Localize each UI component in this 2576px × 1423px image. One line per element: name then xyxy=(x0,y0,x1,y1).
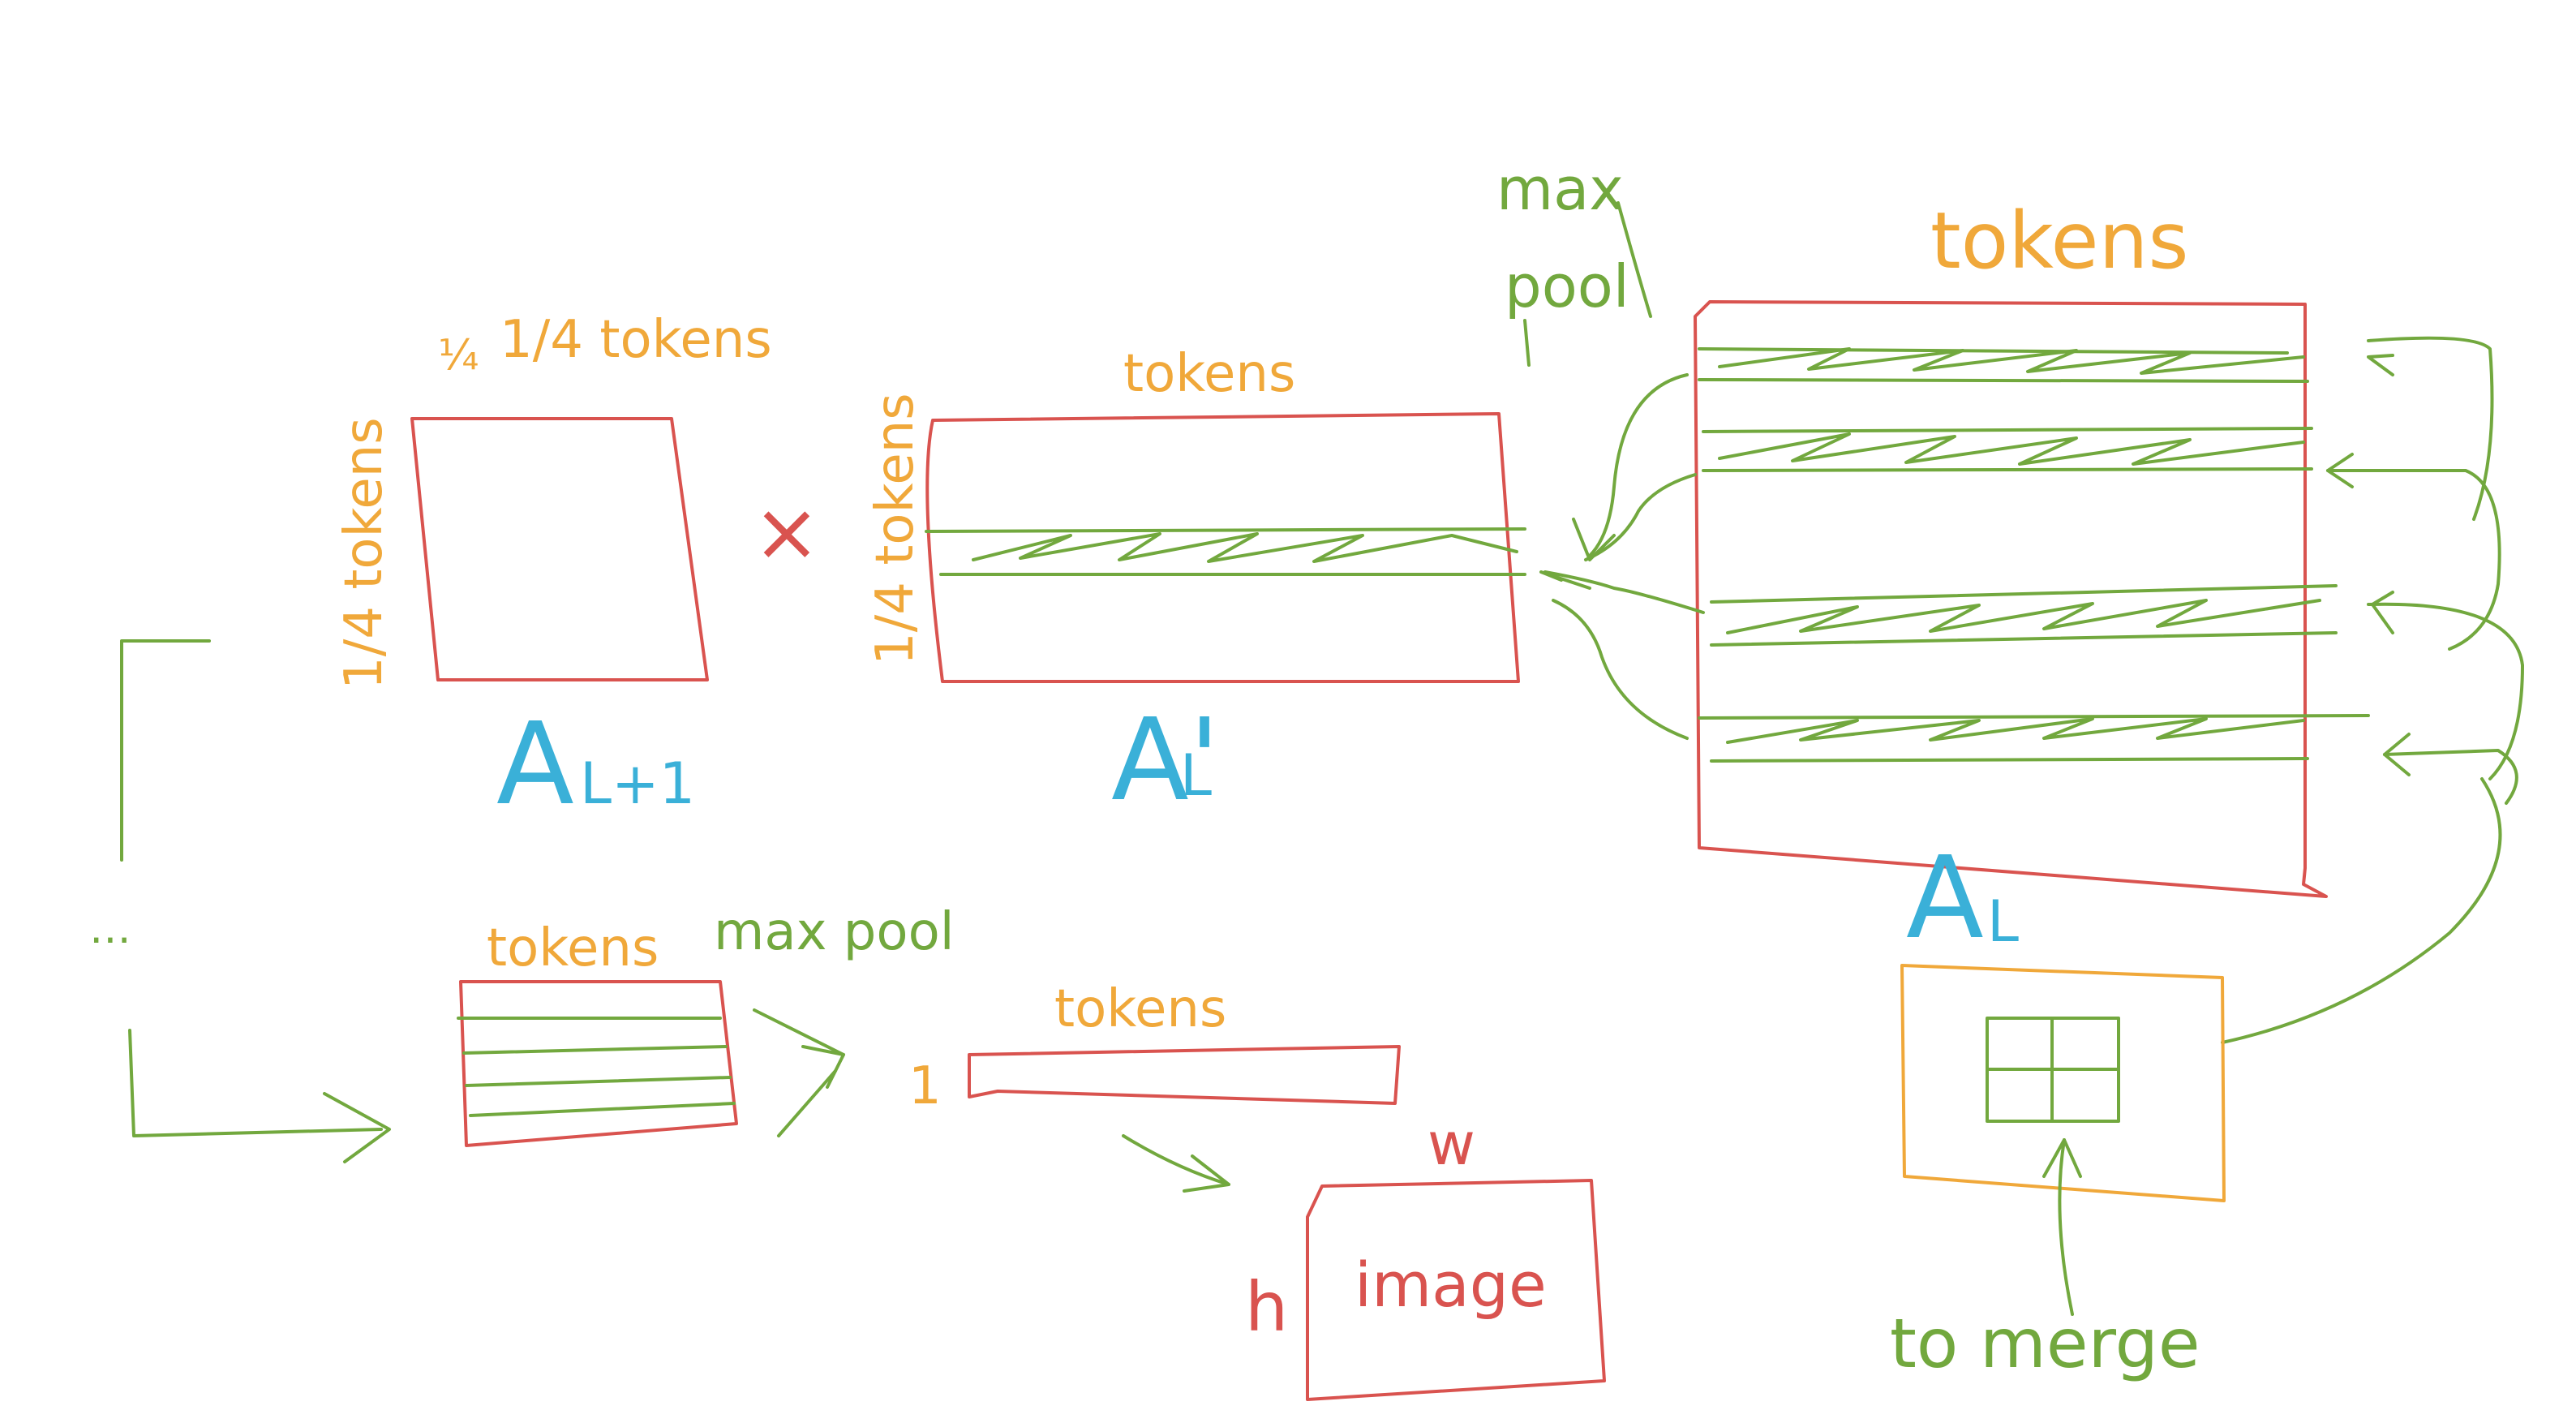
fraction-quarter: ¼ xyxy=(438,331,479,380)
max-pool-top-label: max pool xyxy=(1496,155,1652,367)
arrow-row4-to-a-l-prime xyxy=(1552,599,1689,740)
a-l-prime-row-hatching xyxy=(972,532,1518,563)
times-sign: × xyxy=(753,484,821,579)
bottom-matrix-line2 xyxy=(462,1045,728,1055)
left-bracket-top xyxy=(120,639,211,862)
merge-grid-outer xyxy=(1986,1017,2120,1123)
max-pool-top-stroke xyxy=(1616,201,1652,318)
arrow-row1-to-a-l-prime xyxy=(1588,373,1689,557)
a-l-prime-top-label: tokens xyxy=(1123,344,1295,404)
bottom-vector: tokens 1 xyxy=(908,979,1401,1193)
bottom-matrix: tokens max pool xyxy=(457,902,955,1147)
bottom-matrix-top-label: tokens xyxy=(487,918,659,978)
a-l-row4-bottom xyxy=(1710,757,2309,763)
arrow-row2-to-a-l-prime xyxy=(1584,473,1697,561)
vector-to-image-arrowhead xyxy=(1183,1154,1230,1193)
a-l-plus-1-top-label: 1/4 tokens xyxy=(500,310,772,370)
arrow-from-image-region xyxy=(2221,777,2502,1044)
right-loop-1 xyxy=(2367,336,2494,521)
a-l-row2-hatching xyxy=(1718,432,2305,466)
a-l-row3-bottom xyxy=(1710,631,2338,647)
right-loop-2 xyxy=(2326,469,2501,651)
matrix-a-l-plus-1-box xyxy=(410,417,709,681)
matrix-a-l-box xyxy=(1694,300,2328,898)
right-arrowhead-4 xyxy=(2383,733,2411,776)
image-label: image xyxy=(1355,1249,1547,1321)
image-box xyxy=(1306,1179,1606,1401)
a-l-row2-top xyxy=(1702,427,2313,433)
a-l-plus-1-name: A xyxy=(496,699,574,831)
left-bracket: ⋯ xyxy=(89,639,391,1163)
bottom-matrix-op-label: max pool xyxy=(714,902,955,962)
max-pool-top-tick xyxy=(1523,319,1531,367)
left-bracket-arrowhead xyxy=(323,1092,391,1163)
left-ellipsis: ⋯ xyxy=(89,915,131,964)
a-l-prime-subscript: L xyxy=(1180,742,1212,809)
bottom-pool-arrowhead xyxy=(801,1045,845,1089)
bottom-matrix-line4 xyxy=(469,1102,736,1117)
bottom-vector-one-label: 1 xyxy=(908,1056,942,1116)
a-l-plus-1-side-label: 1/4 tokens xyxy=(334,417,394,690)
a-l-row1-hatching xyxy=(1718,347,2305,375)
a-l-top-label: tokens xyxy=(1930,196,2188,286)
a-l-row2-bottom xyxy=(1702,467,2313,472)
left-bracket-bottom-arrow xyxy=(128,1029,383,1137)
a-l-row4-hatching xyxy=(1726,717,2305,744)
a-l-prime-name: A' xyxy=(1111,694,1220,827)
image-width-label: w xyxy=(1428,1110,1475,1178)
right-arrowhead-2 xyxy=(2326,453,2354,488)
right-arrowhead-3 xyxy=(2371,591,2394,634)
a-l-prime-row-top-line xyxy=(925,527,1526,533)
bottom-pool-arrow-1 xyxy=(753,1008,845,1056)
merge-note-arrowhead xyxy=(2042,1138,2082,1178)
right-side-arrows xyxy=(2221,336,2524,1044)
max-pool-top-line2: pool xyxy=(1505,252,1629,320)
right-loop-4 xyxy=(2383,749,2518,805)
merge-note: to merge xyxy=(1890,1304,2200,1383)
a-l-row1-top xyxy=(1698,347,2289,355)
bottom-matrix-box xyxy=(459,980,738,1147)
arrow-head-2 xyxy=(1539,570,1591,590)
bottom-matrix-line3 xyxy=(465,1076,732,1087)
right-arrowhead-1 xyxy=(2367,354,2394,376)
merge-box xyxy=(1900,964,2226,1202)
bottom-pool-arrow-2 xyxy=(777,1069,837,1137)
a-l-row1-bottom xyxy=(1698,378,2309,383)
merge-note-arrow xyxy=(2058,1138,2074,1316)
arrow-head-1 xyxy=(1572,518,1616,561)
a-l-name: A xyxy=(1906,832,1984,965)
matrix-a-l-prime: tokens 1/4 tokens A' L xyxy=(865,344,1526,827)
matrix-a-l-prime-box xyxy=(925,412,1520,683)
a-l-row3-top xyxy=(1710,584,2338,604)
a-l-prime-side-label: 1/4 tokens xyxy=(865,393,925,665)
a-l-plus-1-subscript: L+1 xyxy=(580,750,695,817)
merge-box-group: to merge xyxy=(1890,964,2226,1383)
vector-to-image-arrow xyxy=(1122,1134,1230,1186)
image-height-label: h xyxy=(1245,1267,1288,1347)
bottom-vector-box xyxy=(968,1045,1401,1105)
matrix-a-l-plus-1: ¼ 1/4 tokens 1/4 tokens A L+1 xyxy=(334,310,772,831)
right-loop-3 xyxy=(2367,602,2524,780)
a-l-subscript: L xyxy=(1987,888,2019,955)
bottom-vector-top-label: tokens xyxy=(1054,979,1226,1039)
arrow-row3-to-a-l-prime xyxy=(1543,570,1705,614)
a-l-row3-hatching xyxy=(1726,599,2321,634)
max-pool-top-line1: max xyxy=(1496,155,1624,223)
a-l-row4-top xyxy=(1698,714,2370,720)
matrix-a-l: tokens A L xyxy=(1694,196,2370,965)
image-box-group: w h image xyxy=(1245,1110,1606,1401)
max-pool-arrows xyxy=(1539,373,1705,740)
